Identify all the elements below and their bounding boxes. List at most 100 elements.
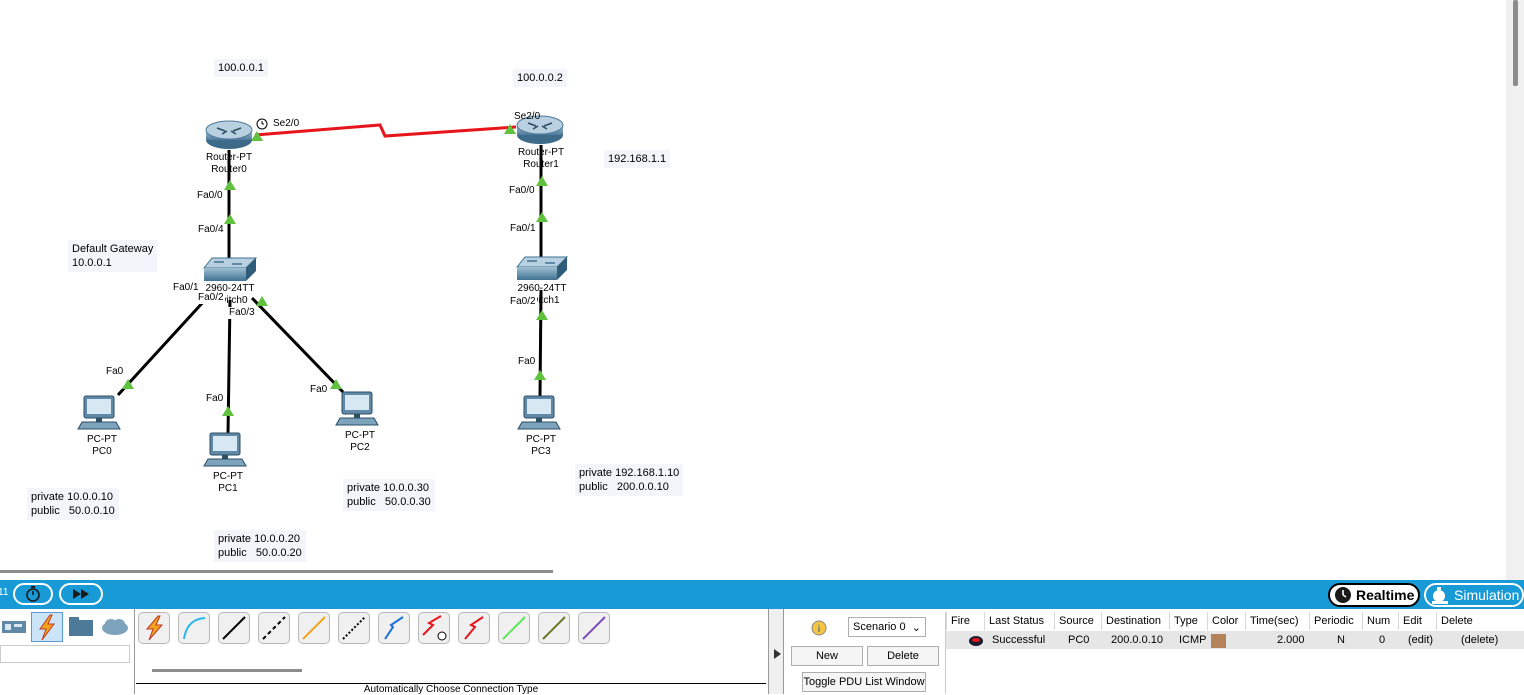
realtime-mode-button[interactable]: Realtime [1328,583,1420,607]
simulation-mode-button[interactable]: Simulation [1424,583,1524,607]
phone-cable-icon [342,616,366,640]
serial-dte-button[interactable] [458,612,490,644]
port-label: Fa0 [106,366,124,377]
fiber-button[interactable] [298,612,330,644]
device-search-input[interactable] [0,645,130,663]
multiuser-category[interactable] [100,612,130,642]
auto-connection-button[interactable] [138,612,170,644]
straight-through-button[interactable] [218,612,250,644]
scenario-select[interactable]: Scenario 0 ⌄ [848,617,926,637]
phone-cable-button[interactable] [338,612,370,644]
folder-icon [69,617,93,636]
network-devices-category[interactable] [0,612,28,642]
pc0-icon[interactable] [77,395,121,430]
port-label: Fa0/0 [197,190,223,201]
router1-label: Router-PT Router1 [513,147,569,171]
console-cable-button[interactable] [178,612,210,644]
switch0-icon[interactable] [202,257,258,281]
note-default-gateway[interactable]: Default Gateway 10.0.0.1 [68,240,158,272]
source-cell: PC0 [1068,634,1090,646]
column-header-destination[interactable]: Destination [1101,612,1169,630]
reset-clock-icon [26,586,40,602]
destination-cell: 200.0.0.10 [1111,634,1163,646]
router1-icon[interactable] [516,115,564,144]
time-cell: 2.000 [1277,634,1305,646]
column-header-num[interactable]: Num [1362,612,1398,630]
port-label: Se2/0 [273,118,300,129]
column-header-last-status[interactable]: Last Status [984,612,1054,630]
connections-category[interactable] [31,612,63,642]
info-icon[interactable]: i [810,619,828,637]
router0-icon[interactable] [205,120,253,149]
topology-canvas[interactable] [0,0,1506,564]
octal-cable-button[interactable] [498,612,530,644]
reset-time-button[interactable] [13,583,53,605]
link-switch0-pc2[interactable] [250,296,345,394]
link-switch0-pc0[interactable] [116,298,207,397]
column-header-time[interactable]: Time(sec) [1245,612,1309,630]
port-label: Fa0 [310,384,328,395]
iot-custom-cable-button[interactable] [538,612,570,644]
toggle-pdu-list-button[interactable]: Toggle PDU List Window [802,672,926,692]
octal-cable-icon [502,616,526,640]
periodic-cell: N [1337,634,1345,646]
scrollbar-thumb[interactable] [0,570,553,573]
device-type: Router-PT [205,152,253,163]
link-up-icon [330,379,342,389]
crossover-button[interactable] [258,612,290,644]
device-type: 2960-24TT [517,283,567,294]
coaxial-button[interactable] [378,612,410,644]
port-label: Fa0/3 [228,307,256,319]
pc1-label: PC-PT PC1 [206,471,250,495]
logical-workspace[interactable]: 100.0.0.1 100.0.0.2 192.168.1.1 Default … [0,0,1506,564]
time-bar: 11 Realtime Simulation [0,580,1524,609]
pc1-icon[interactable] [203,432,247,467]
link-up-icon [536,310,548,320]
edit-link[interactable]: (edit) [1408,634,1434,646]
misc-category[interactable] [66,612,96,642]
clock-icon [256,118,268,130]
fast-forward-button[interactable] [59,583,103,605]
table-header: Fire Last Status Source Destination Type… [946,612,1524,630]
column-header-delete[interactable]: Delete [1436,612,1524,630]
column-header-periodic[interactable]: Periodic [1309,612,1362,630]
serial-dce-button[interactable] [418,612,450,644]
column-header-fire[interactable]: Fire [946,612,984,630]
device-name: Router1 [523,159,559,170]
note-pc0-ips[interactable]: private 10.0.0.10 public 50.0.0.10 [27,488,119,520]
delete-link[interactable]: (delete) [1461,634,1499,646]
column-header-type[interactable]: Type [1169,612,1207,630]
link-up-icon [224,214,236,224]
note-pc3-ips[interactable]: private 192.168.1.10 public 200.0.0.10 [575,464,684,496]
connection-type-status: Automatically Choose Connection Type [136,683,766,695]
note-r1-lan-ip[interactable]: 192.168.1.1 [604,150,671,168]
new-scenario-button[interactable]: New [791,646,863,666]
note-r1-public-ip[interactable]: 100.0.0.2 [513,69,567,87]
usb-cable-button[interactable] [578,612,610,644]
port-label: Fa0/1 [173,282,199,293]
scrollbar-thumb[interactable] [1513,0,1518,86]
column-header-edit[interactable]: Edit [1398,612,1436,630]
vertical-scrollbar[interactable] [1506,0,1524,580]
pc3-icon[interactable] [517,395,561,430]
device-name: Switch1 [524,295,560,306]
note-pc2-ips[interactable]: private 10.0.0.30 public 50.0.0.30 [343,479,435,511]
pc2-icon[interactable] [335,391,379,426]
port-label: Fa0/2 [197,292,225,304]
delete-scenario-button[interactable]: Delete [867,646,939,666]
fire-cell[interactable] [968,631,986,649]
switch1-icon[interactable] [515,256,569,280]
panel-divider[interactable] [768,609,784,694]
horizontal-scrollbar[interactable] [0,566,1506,580]
table-row[interactable]: Successful PC0 200.0.0.10 ICMP 2.000 N 0… [946,631,1524,649]
device-name: PC3 [531,446,551,457]
note-pc1-ips[interactable]: private 10.0.0.20 public 50.0.0.20 [214,530,306,562]
column-header-source[interactable]: Source [1054,612,1101,630]
note-r0-public-ip[interactable]: 100.0.0.1 [214,59,268,77]
link-up-icon [224,180,236,190]
column-header-color[interactable]: Color [1207,612,1245,630]
device-type: PC-PT [213,471,243,482]
connections-scroll-thumb[interactable] [152,669,302,672]
cloud-icon [102,619,128,635]
serial-link[interactable] [254,123,517,138]
